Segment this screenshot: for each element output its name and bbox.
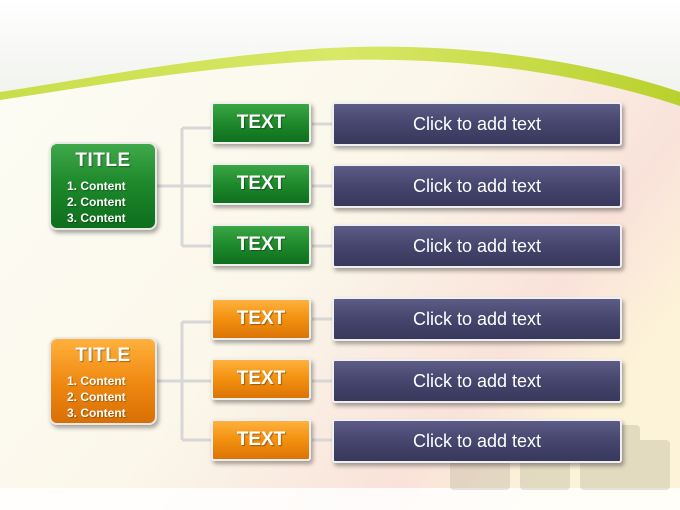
- group2-content-list: 1. Content 2. Content 3. Content: [67, 373, 126, 421]
- group2-content-item: 3. Content: [67, 406, 126, 420]
- group2-text-placeholder-1[interactable]: Click to add text: [332, 297, 622, 341]
- group1-title-box[interactable]: TITLE 1. Content 2. Content 3. Content: [49, 142, 157, 230]
- group2-title-box[interactable]: TITLE 1. Content 2. Content 3. Content: [49, 337, 157, 425]
- group1-label-1[interactable]: TEXT: [211, 102, 311, 144]
- group2-text-placeholder-3[interactable]: Click to add text: [332, 419, 622, 463]
- group1-text-placeholder-3[interactable]: Click to add text: [332, 224, 622, 268]
- group1-label-3[interactable]: TEXT: [211, 224, 311, 266]
- group1-content-item: 2. Content: [67, 195, 126, 209]
- group2-content-item: 2. Content: [67, 390, 126, 404]
- group2-text-placeholder-2[interactable]: Click to add text: [332, 359, 622, 403]
- group1-content-list: 1. Content 2. Content 3. Content: [67, 178, 126, 226]
- group1-label-2[interactable]: TEXT: [211, 163, 311, 205]
- group1-content-item: 3. Content: [67, 211, 126, 225]
- group1-text-placeholder-2[interactable]: Click to add text: [332, 164, 622, 208]
- group1-content-item: 1. Content: [67, 179, 126, 193]
- group1-text-placeholder-1[interactable]: Click to add text: [332, 102, 622, 146]
- group2-label-1[interactable]: TEXT: [211, 298, 311, 340]
- group2-label-2[interactable]: TEXT: [211, 358, 311, 400]
- group2-label-3[interactable]: TEXT: [211, 419, 311, 461]
- group2-content-item: 1. Content: [67, 374, 126, 388]
- group2-title: TITLE: [75, 345, 131, 366]
- group1-title: TITLE: [75, 150, 131, 171]
